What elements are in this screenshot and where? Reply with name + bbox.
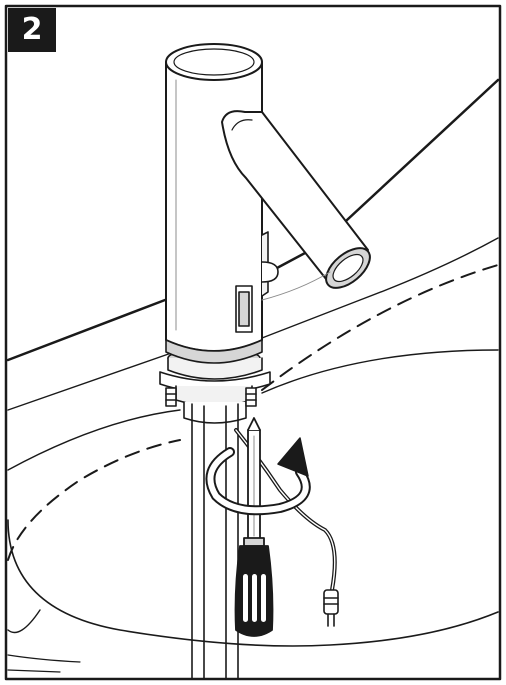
cable-connector (323, 589, 339, 627)
clockwise-rotation-arrow (205, 437, 311, 516)
basin-bottom-curve (7, 519, 499, 647)
faucet-spout (221, 110, 371, 289)
step-number-badge: 2 (8, 8, 56, 52)
countertop-surface (261, 271, 331, 301)
sensor-window (235, 285, 253, 333)
countertop-lower-edge (7, 349, 499, 471)
basin-rim-lower (7, 609, 41, 634)
supply-pipe (191, 419, 239, 680)
screwdriver (234, 417, 274, 637)
countertop-front-edge (7, 237, 499, 411)
basin-floor-lines (7, 654, 81, 673)
frame-border (4, 4, 502, 681)
hidden-basin-outline (7, 264, 499, 561)
faucet-body (165, 43, 279, 364)
